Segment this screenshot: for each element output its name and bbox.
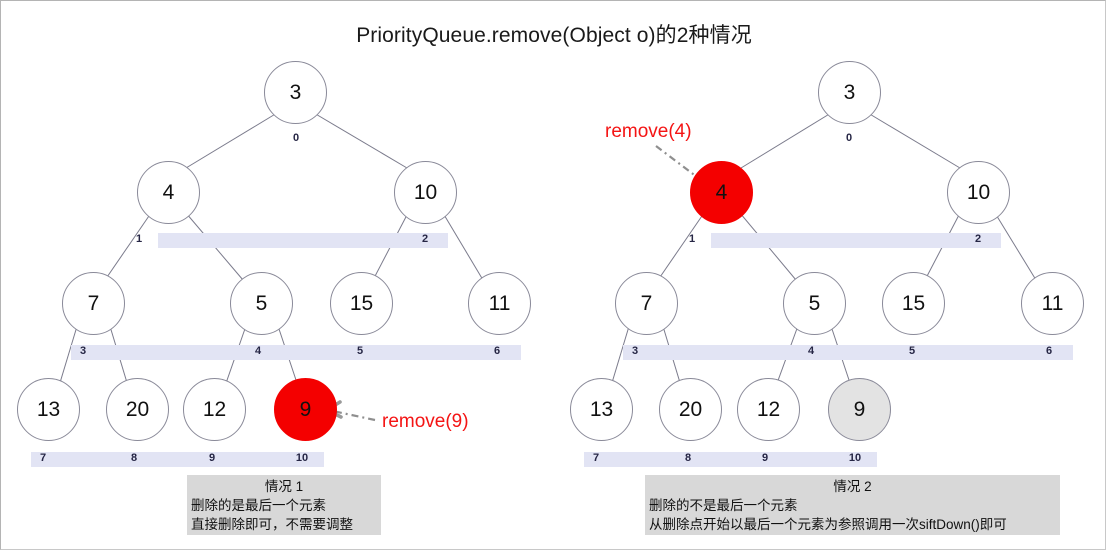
node-index-label: 4 [807,345,815,357]
node-index-label: 0 [292,132,300,144]
tree-node[interactable]: 20 [659,378,722,441]
caption-line: 从删除点开始以最后一个元素为参照调用一次siftDown()即可 [649,517,1007,532]
tree-node[interactable]: 12 [737,378,800,441]
index-strip-level-3 [31,452,324,467]
node-index-label: 2 [974,233,982,245]
tree-node[interactable]: 3 [264,61,327,124]
case-caption: 情况 1 删除的是最后一个元素 直接删除即可，不需要调整 [187,475,381,535]
tree-node[interactable]: 15 [882,272,945,335]
index-strip-level-1 [711,233,1001,248]
index-strip-level-2 [71,345,521,360]
node-index-label: 3 [631,345,639,357]
caption-heading: 情况 1 [264,479,304,494]
tree-node[interactable]: 5 [230,272,293,335]
page-title: PriorityQueue.remove(Object o)的2种情况 [356,24,752,47]
node-index-label: 7 [592,452,600,464]
tree-node[interactable]: 4 [137,161,200,224]
node-index-label: 8 [684,452,692,464]
tree-node[interactable]: 15 [330,272,393,335]
caption-line: 直接删除即可，不需要调整 [191,517,353,532]
index-strip-level-3 [584,452,877,467]
tree-node-removed[interactable]: 9 [274,378,337,441]
index-strip-level-1 [158,233,448,248]
node-index-label: 6 [1045,345,1053,357]
tree-node[interactable]: 11 [1021,272,1084,335]
caption-line: 删除的不是最后一个元素 [649,498,798,513]
node-index-label: 0 [845,132,853,144]
node-index-label: 9 [761,452,769,464]
node-index-label: 7 [39,452,47,464]
node-index-label: 9 [208,452,216,464]
tree-node[interactable]: 5 [783,272,846,335]
tree-node[interactable]: 20 [106,378,169,441]
node-index-label: 3 [79,345,87,357]
index-strip-level-2 [623,345,1073,360]
node-index-label: 5 [356,345,364,357]
node-index-label: 10 [848,452,862,464]
tree-node[interactable]: 7 [62,272,125,335]
tree-node[interactable]: 10 [947,161,1010,224]
node-index-label: 1 [688,233,696,245]
tree-node[interactable]: 12 [183,378,246,441]
tree-node[interactable]: 11 [468,272,531,335]
tree-node[interactable]: 10 [394,161,457,224]
node-index-label: 2 [421,233,429,245]
remove-annotation: remove(4) [605,121,692,142]
node-index-label: 8 [130,452,138,464]
tree-node-removed[interactable]: 4 [690,161,753,224]
tree-node-last[interactable]: 9 [828,378,891,441]
tree-node[interactable]: 13 [570,378,633,441]
tree-node[interactable]: 3 [818,61,881,124]
node-index-label: 1 [135,233,143,245]
node-index-label: 6 [493,345,501,357]
caption-line: 删除的是最后一个元素 [191,498,326,513]
node-index-label: 4 [254,345,262,357]
remove-annotation: remove(9) [382,411,469,432]
case-caption: 情况 2 删除的不是最后一个元素 从删除点开始以最后一个元素为参照调用一次sif… [645,475,1060,535]
caption-heading: 情况 2 [833,479,872,494]
node-index-label: 5 [908,345,916,357]
tree-node[interactable]: 7 [615,272,678,335]
tree-node[interactable]: 13 [17,378,80,441]
node-index-label: 10 [295,452,309,464]
